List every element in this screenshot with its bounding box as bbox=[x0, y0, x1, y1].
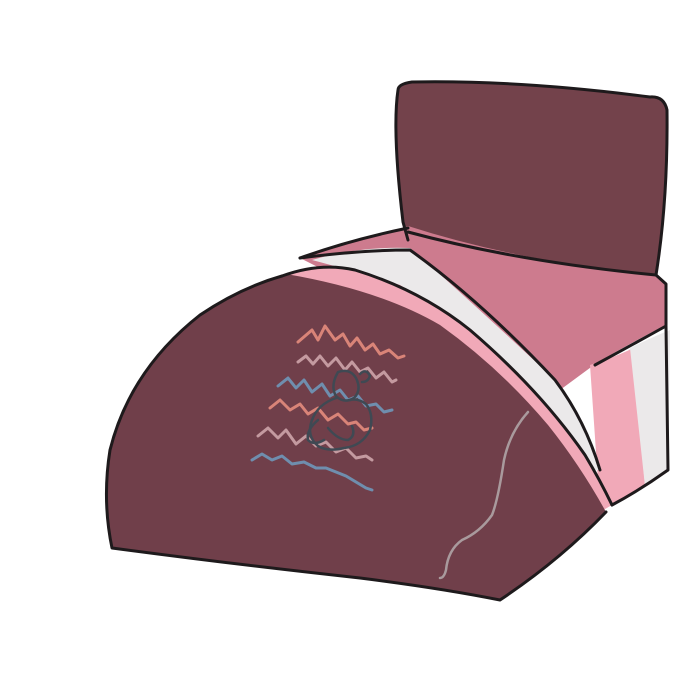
figure-ear bbox=[358, 370, 372, 384]
sheet-edge-outline bbox=[298, 248, 602, 472]
scribble-line-1 bbox=[296, 324, 406, 360]
scribble-line-2 bbox=[296, 354, 398, 384]
figure-arm bbox=[306, 418, 326, 445]
mattress-end-light bbox=[630, 330, 670, 486]
scribble-line-6 bbox=[250, 452, 374, 492]
mattress-top-outline bbox=[406, 230, 668, 327]
bed-back-edge-outline bbox=[298, 226, 410, 260]
figure-doodle bbox=[306, 369, 373, 451]
figure-head bbox=[332, 369, 360, 402]
scribble-line-4 bbox=[268, 398, 374, 432]
scribble-line-5 bbox=[256, 426, 374, 462]
outlines bbox=[104, 80, 670, 602]
figure-leg bbox=[326, 424, 355, 442]
mattress-end-outline bbox=[593, 324, 670, 507]
duvet bbox=[106, 274, 606, 600]
duvet-top-edge-outline bbox=[280, 265, 614, 507]
headboard-outline bbox=[394, 80, 669, 277]
figure-body bbox=[308, 396, 373, 451]
mattress-end-pink bbox=[590, 348, 645, 510]
duvet-outline bbox=[104, 274, 608, 602]
duvet-fold-line bbox=[438, 410, 530, 580]
headboard bbox=[395, 81, 668, 275]
sheet-fold-pink bbox=[282, 266, 612, 512]
